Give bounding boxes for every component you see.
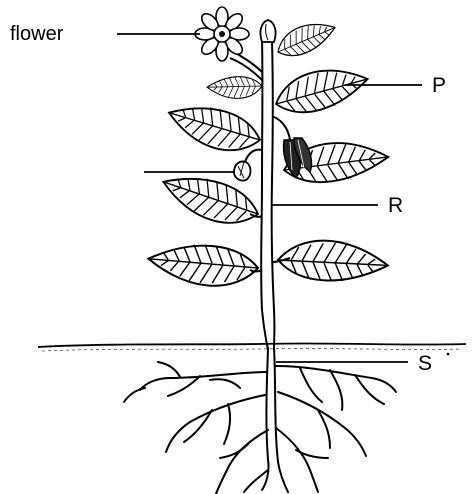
speck [447,353,450,356]
roots [124,348,396,494]
top-bud [260,20,275,42]
side-bud-left [234,150,262,181]
leaves [146,15,390,291]
ground-line [38,343,466,347]
ground-line-shadow [42,348,462,351]
flower [195,7,249,61]
label-flower: flower [10,23,64,45]
label-r-group: R [272,194,403,217]
label-s: S [418,352,432,375]
label-r: R [388,194,403,217]
seed-pod-cluster [272,116,312,178]
label-flower-group: flower [10,23,200,45]
label-p: P [432,74,446,97]
